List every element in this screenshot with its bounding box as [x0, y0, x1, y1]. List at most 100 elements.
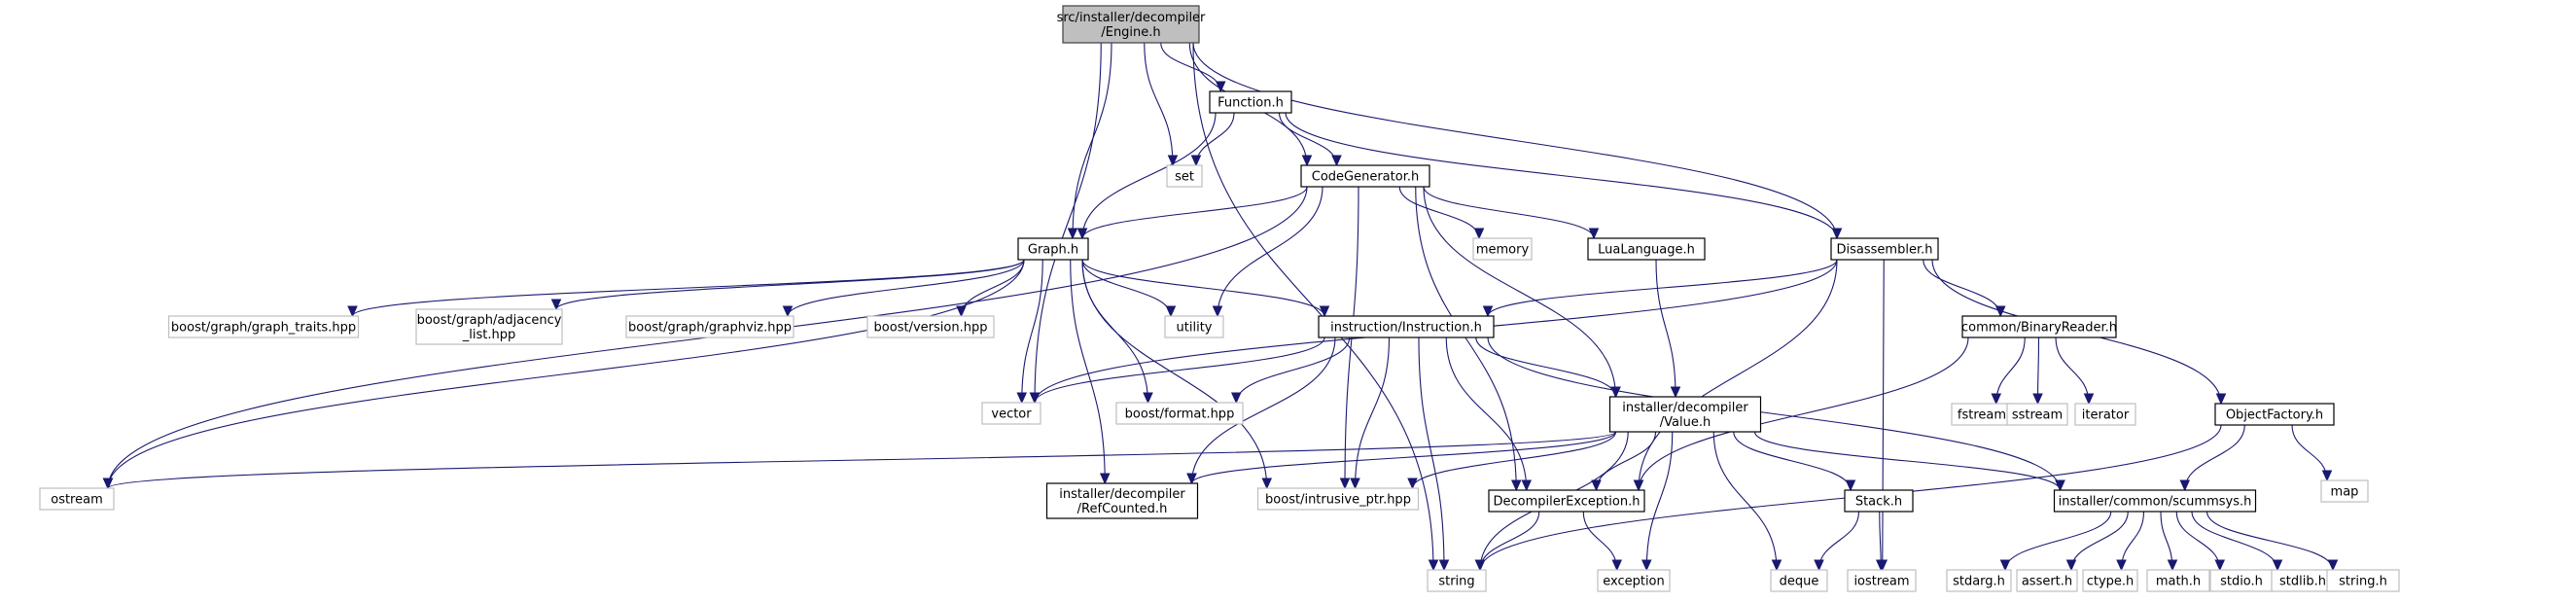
- edge-disasm-to-instruction: [1482, 259, 1838, 318]
- node-label: stdarg.h: [1953, 575, 2005, 589]
- node-label: Stack.h: [1855, 495, 1902, 510]
- edge-objfactory-to-scummsys: [2179, 424, 2245, 492]
- edge-line: [1081, 259, 1325, 317]
- node-disasm[interactable]: Disassembler.h: [1830, 237, 1939, 261]
- edge-engine-to-vector: [1029, 42, 1102, 405]
- edge-engine-to-graph: [1067, 42, 1112, 240]
- edge-graph-to-vector: [1016, 259, 1043, 405]
- node-label: exception: [1603, 575, 1665, 589]
- edge-graph-to-adjacency: [550, 259, 1025, 311]
- edge-scummsys-to-stringh: [2205, 511, 2339, 572]
- edge-function-to-codegen: [1278, 112, 1342, 167]
- node-label: boost/graph/graph_traits.hpp: [171, 321, 356, 336]
- arrowhead-icon: [347, 305, 358, 318]
- edge-graph-to-graphviz: [782, 259, 1025, 318]
- node-binreader[interactable]: common/BinaryReader.h: [1961, 315, 2117, 338]
- node-decompexc[interactable]: DecompilerException.h: [1488, 489, 1645, 513]
- edge-codegen-to-utility: [1212, 186, 1323, 318]
- edge-line: [1411, 431, 1617, 489]
- edge-scummsys-to-ctype: [2116, 511, 2145, 572]
- edge-line: [1070, 259, 1106, 484]
- node-label: installer/decompiler: [1059, 487, 1185, 502]
- node-engine[interactable]: src/installer/decompiler/Engine.h: [1057, 5, 1206, 44]
- node-box: [1597, 569, 1671, 592]
- arrowhead-icon: [1319, 305, 1330, 318]
- edge-line: [1423, 186, 1595, 239]
- node-lualang[interactable]: LuaLanguage.h: [1587, 237, 1706, 261]
- node-box: [1209, 90, 1292, 114]
- node-value[interactable]: installer/decompiler/Value.h: [1608, 396, 1762, 433]
- node-stdlib: stdlib.h: [2271, 569, 2335, 592]
- node-box: [1770, 569, 1828, 592]
- node-label: stdlib.h: [2279, 575, 2326, 589]
- node-scummsys[interactable]: installer/common/scummsys.h: [2053, 489, 2257, 513]
- edge-value-to-ostream: [102, 431, 1617, 490]
- edge-stack-to-iostream: [1875, 511, 1887, 572]
- node-box: [39, 487, 115, 511]
- node-label: CodeGenerator.h: [1312, 170, 1419, 185]
- edge-objfactory-to-map: [2291, 424, 2333, 482]
- edge-binreader-to-decompexc: [1633, 336, 1969, 492]
- arrowhead-icon: [1473, 228, 1485, 240]
- node-graph_traits: boost/graph/graph_traits.hpp: [167, 315, 360, 338]
- edge-codegen-to-lualang: [1423, 186, 1600, 240]
- edge-instruction-to-string: [1418, 336, 1450, 572]
- arrowhead-icon: [1076, 228, 1088, 240]
- node-box: [2214, 403, 2335, 426]
- edge-decompexc-to-exception: [1582, 511, 1623, 572]
- edge-function-to-set: [1190, 112, 1235, 167]
- edge-line: [1882, 259, 1885, 571]
- edge-line: [1190, 431, 1617, 484]
- edge-line: [1415, 186, 1517, 491]
- arrowhead-icon: [2321, 470, 2333, 482]
- node-objfactory[interactable]: ObjectFactory.h: [2214, 403, 2335, 426]
- arrowhead-icon: [550, 299, 562, 311]
- edge-line: [2205, 511, 2334, 571]
- node-label: src/installer/decompiler: [1057, 11, 1206, 25]
- edge-line: [1418, 336, 1445, 571]
- node-graph[interactable]: Graph.h: [1017, 237, 1089, 261]
- arrowhead-icon: [1588, 228, 1600, 240]
- node-ctype: ctype.h: [2082, 569, 2138, 592]
- edge-binreader-to-iterator: [2055, 336, 2095, 406]
- node-function[interactable]: Function.h: [1209, 90, 1292, 114]
- edge-line: [107, 259, 1025, 489]
- node-box: [1300, 164, 1430, 188]
- arrowhead-icon: [1165, 305, 1177, 318]
- node-box: [167, 315, 360, 338]
- node-sstream: sstream: [2006, 403, 2068, 426]
- edge-line: [1354, 336, 1391, 489]
- node-box: [1045, 482, 1199, 519]
- edge-line: [1285, 112, 1838, 239]
- node-label: LuaLanguage.h: [1598, 243, 1695, 258]
- node-label: boost/format.hpp: [1125, 407, 1235, 422]
- node-box: [2146, 569, 2210, 592]
- edge-value-to-stack: [1733, 431, 1856, 492]
- edge-line: [1192, 42, 1838, 239]
- node-iterator: iterator: [2074, 403, 2136, 426]
- edge-instruction-to-format: [1230, 336, 1351, 405]
- arrowhead-icon: [1167, 155, 1179, 167]
- edge-lualang-to-value: [1655, 259, 1681, 399]
- edge-line: [1217, 186, 1323, 317]
- node-utility: utility: [1164, 315, 1224, 338]
- node-label: boost/graph/adjacency: [417, 313, 562, 328]
- node-stdio: stdio.h: [2209, 569, 2274, 592]
- node-label: /Engine.h: [1101, 25, 1160, 40]
- arrowhead-icon: [2179, 479, 2191, 492]
- edge-scummsys-to-stdarg: [1999, 511, 2112, 572]
- node-exception: exception: [1597, 569, 1671, 592]
- node-refcounted[interactable]: installer/decompiler/RefCounted.h: [1045, 482, 1199, 519]
- node-label: set: [1175, 170, 1194, 185]
- node-instruction[interactable]: instruction/Instruction.h: [1318, 315, 1495, 338]
- edge-line: [1144, 42, 1174, 166]
- arrowhead-icon: [1016, 392, 1028, 405]
- node-codegen[interactable]: CodeGenerator.h: [1300, 164, 1430, 188]
- node-stack[interactable]: Stack.h: [1844, 489, 1914, 513]
- edge-value-to-scummsys: [1753, 431, 2065, 492]
- edge-value-to-decompexc: [1591, 431, 1657, 492]
- node-label: _list.hpp: [462, 328, 515, 342]
- edge-value-to-exception: [1641, 431, 1674, 572]
- arrowhead-icon: [102, 478, 114, 490]
- node-label: DecompilerException.h: [1494, 495, 1641, 510]
